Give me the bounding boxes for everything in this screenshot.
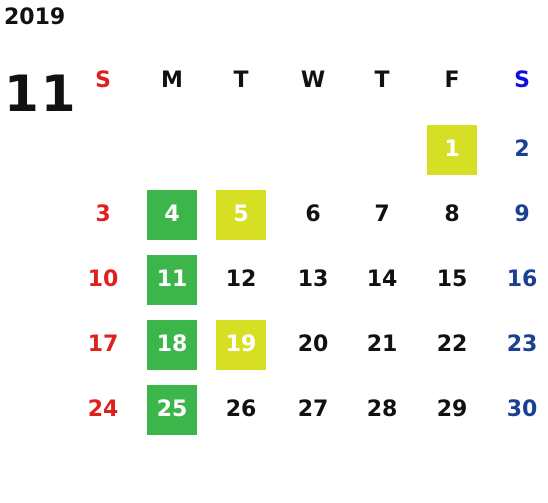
- day-cell-22: 22: [436, 332, 468, 357]
- day-cell-27: 27: [297, 397, 329, 422]
- day-cell-15: 15: [436, 267, 468, 292]
- day-cell-1: 1: [427, 125, 477, 175]
- day-cell-25: 25: [147, 385, 197, 435]
- day-cell-13: 13: [297, 267, 329, 292]
- day-cell-24: 24: [87, 397, 119, 422]
- day-cell-11: 11: [147, 255, 197, 305]
- weekday-sunday: S: [95, 68, 111, 93]
- day-cell-4: 4: [147, 190, 197, 240]
- day-cell-26: 26: [225, 397, 257, 422]
- day-cell-16: 16: [506, 267, 538, 292]
- day-cell-30: 30: [506, 397, 538, 422]
- day-cell-8: 8: [444, 202, 460, 227]
- month-number: 11: [4, 65, 78, 123]
- weekday-tuesday: T: [233, 68, 249, 93]
- day-cell-29: 29: [436, 397, 468, 422]
- day-cell-2: 2: [514, 137, 530, 162]
- weekday-saturday: S: [514, 68, 530, 93]
- day-cell-5: 5: [216, 190, 266, 240]
- day-cell-12: 12: [225, 267, 257, 292]
- day-cell-18: 18: [147, 320, 197, 370]
- day-cell-6: 6: [305, 202, 321, 227]
- day-cell-23: 23: [506, 332, 538, 357]
- weekday-friday: F: [444, 68, 460, 93]
- day-cell-14: 14: [366, 267, 398, 292]
- year-label: 2019: [4, 5, 66, 30]
- day-cell-20: 20: [297, 332, 329, 357]
- day-cell-10: 10: [87, 267, 119, 292]
- weekday-thursday: T: [374, 68, 390, 93]
- day-cell-19: 19: [216, 320, 266, 370]
- weekday-wednesday: W: [300, 68, 326, 93]
- day-cell-9: 9: [514, 202, 530, 227]
- day-cell-21: 21: [366, 332, 398, 357]
- day-cell-17: 17: [87, 332, 119, 357]
- day-cell-7: 7: [374, 202, 390, 227]
- day-cell-3: 3: [95, 202, 111, 227]
- day-cell-28: 28: [366, 397, 398, 422]
- weekday-monday: M: [161, 68, 183, 93]
